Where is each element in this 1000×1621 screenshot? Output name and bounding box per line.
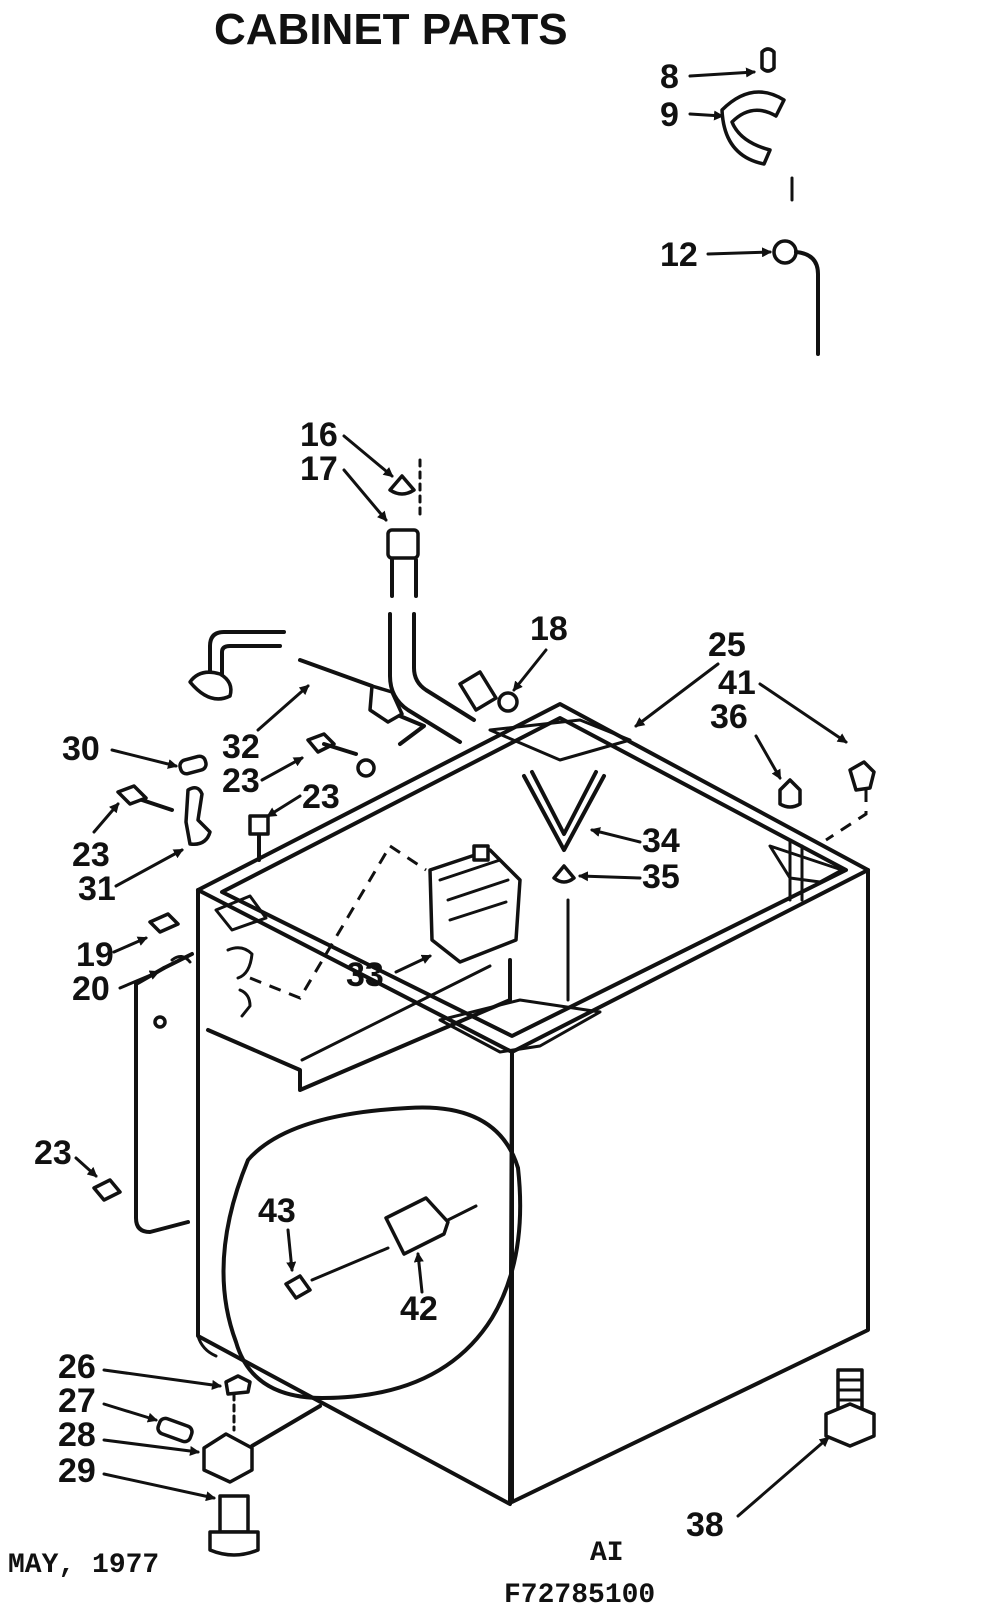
screw-part-43	[284, 1274, 312, 1300]
callout-23-a: 23	[222, 756, 304, 800]
callout-12: 12	[660, 236, 772, 274]
callout-32: 32	[222, 684, 310, 766]
screw-part-19	[148, 912, 180, 934]
screw-part-23-c	[116, 784, 148, 806]
callout-41-36: 41 36	[710, 664, 848, 780]
footer-code: AI	[590, 1538, 624, 1569]
diagram-title: CABINET PARTS	[214, 5, 568, 54]
callout-16-17: 16 17	[300, 416, 394, 522]
bumper-part-36	[778, 778, 802, 809]
side-panel-assembly	[92, 912, 194, 1234]
svg-text:26: 26	[58, 1348, 96, 1386]
leveling-parts-41-36	[778, 760, 876, 842]
bracket-part-28	[202, 1432, 254, 1484]
cabinet-body-part-25	[196, 702, 870, 1506]
svg-text:20: 20	[72, 970, 110, 1008]
svg-text:34: 34	[642, 822, 680, 860]
callout-34: 34	[590, 822, 680, 860]
footer-date: MAY, 1977	[8, 1550, 159, 1581]
grommet-part-18	[497, 691, 519, 713]
callout-38: 38	[686, 1436, 830, 1544]
washer-23	[356, 758, 376, 778]
svg-text:17: 17	[300, 450, 338, 488]
svg-text:25: 25	[708, 626, 746, 664]
callout-30: 30	[62, 730, 178, 769]
svg-text:33: 33	[346, 956, 384, 994]
svg-text:23: 23	[34, 1134, 72, 1172]
capacitor-part-42	[384, 1196, 450, 1256]
svg-text:19: 19	[76, 936, 114, 974]
bolt-part-27	[156, 1416, 194, 1444]
cap-part-16	[388, 474, 416, 496]
suspension-spring-part-34	[522, 770, 606, 1002]
coupling-part-17	[386, 528, 420, 560]
svg-text:28: 28	[58, 1416, 96, 1454]
hose-coupling	[458, 670, 498, 712]
callout-18: 18	[497, 610, 568, 713]
leg-part-29	[218, 1494, 250, 1534]
svg-text:38: 38	[686, 1506, 724, 1544]
callout-25: 25	[634, 626, 746, 728]
svg-text:18: 18	[530, 610, 568, 648]
svg-text:41: 41	[718, 664, 756, 702]
screw-part-23-a	[306, 732, 336, 754]
clamp-part-9	[720, 90, 786, 166]
pad-part-35	[552, 864, 576, 884]
svg-text:23: 23	[302, 778, 340, 816]
svg-text:16: 16	[300, 416, 338, 454]
callout-23-c-31: 23 31	[72, 802, 184, 908]
clip-part-30	[178, 754, 208, 776]
callout-8: 8	[660, 58, 756, 96]
svg-text:43: 43	[258, 1192, 296, 1230]
screw-part-8	[760, 47, 776, 73]
control-switch-part-33	[249, 844, 522, 1000]
screw-part-23-d	[92, 1178, 122, 1202]
svg-text:35: 35	[642, 858, 680, 896]
svg-text:23: 23	[222, 762, 260, 800]
callout-9: 9	[660, 96, 724, 134]
callout-35: 35	[578, 858, 680, 896]
rear-leg-part-38	[824, 1368, 876, 1448]
footer-part-number: F72785100	[504, 1580, 655, 1611]
fill-hose	[386, 458, 498, 744]
callout-19-20: 19 20	[72, 936, 160, 1008]
callout-33: 33	[346, 954, 432, 994]
callouts-26-29: 26 27 28 29	[58, 1348, 222, 1502]
svg-text:42: 42	[400, 1290, 438, 1328]
svg-text:8: 8	[660, 58, 679, 96]
wire-harness-part-32	[188, 630, 426, 746]
hose-clamp-assembly	[720, 47, 820, 356]
bracket-part-41	[848, 760, 876, 792]
svg-text:31: 31	[78, 870, 116, 908]
screw-part-23-b	[248, 814, 270, 836]
nut-part-26	[224, 1374, 252, 1396]
cutaway-view	[221, 1105, 523, 1400]
bracket-part-31	[184, 786, 212, 846]
callout-42: 42	[400, 1252, 438, 1328]
nut-part-12	[772, 239, 798, 265]
callout-23-d: 23	[34, 1134, 98, 1178]
svg-text:30: 30	[62, 730, 100, 768]
callout-23-b: 23	[266, 778, 340, 818]
small-fasteners	[116, 732, 376, 862]
callout-43: 43	[258, 1192, 297, 1272]
svg-text:9: 9	[660, 96, 679, 134]
svg-text:12: 12	[660, 236, 698, 274]
svg-text:32: 32	[222, 728, 260, 766]
svg-text:29: 29	[58, 1452, 96, 1490]
svg-text:36: 36	[710, 698, 748, 736]
front-leg-assembly	[156, 1374, 322, 1557]
svg-text:23: 23	[72, 836, 110, 874]
svg-text:27: 27	[58, 1382, 96, 1420]
